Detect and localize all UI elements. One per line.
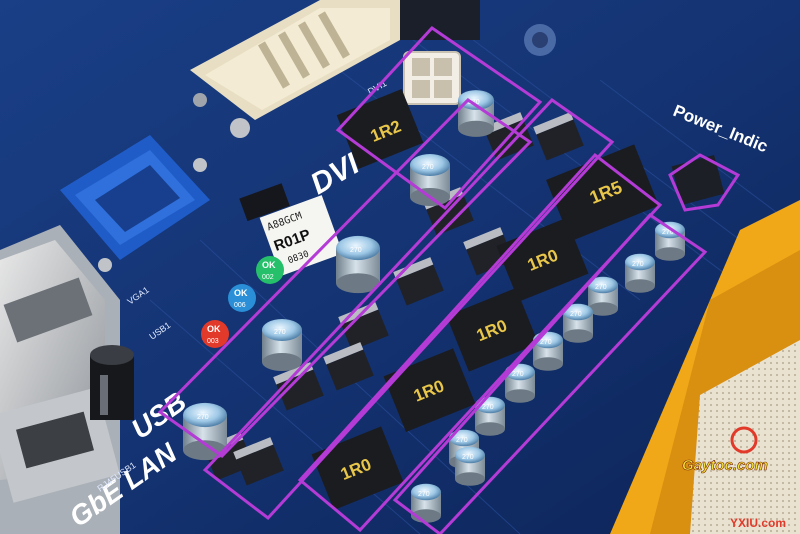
capacitor: 270 xyxy=(588,276,618,316)
mosfet xyxy=(533,112,584,161)
choke-1r5: 1R5 xyxy=(546,144,659,242)
capacitor-marking: 270 xyxy=(482,404,494,411)
capacitor: 270 xyxy=(533,331,563,371)
choke-1r0-b: 1R0 xyxy=(446,287,539,372)
highlight-mosfet-column-left xyxy=(157,98,533,458)
capacitor-group: 270 270 270 270 270 270 270 270 270 270 270 270 270 2… xyxy=(183,90,685,523)
highlight-choke-column xyxy=(297,152,663,533)
vga-connector xyxy=(60,135,210,272)
watermark-site: Gaytoc.com xyxy=(682,457,768,474)
svg-text:OK: OK xyxy=(262,260,276,270)
ok-sticker-red: OK 003 xyxy=(201,320,229,348)
capacitor: 270 xyxy=(410,154,450,206)
capacitor-marking: 270 xyxy=(350,247,362,254)
capacitor-marking: 270 xyxy=(595,284,607,291)
capacitor-marking: 270 xyxy=(456,437,468,444)
highlight-cap-column xyxy=(392,213,708,534)
io-panel xyxy=(0,225,120,534)
ok-sticker-blue: OK 006 xyxy=(228,284,256,312)
capacitor: 270 xyxy=(625,253,655,293)
watermark-corner: YXIU.com xyxy=(730,516,786,530)
capacitor-marking: 270 xyxy=(540,339,552,346)
capacitor-marking: 270 xyxy=(570,311,582,318)
capacitor-marking: 270 xyxy=(197,414,209,421)
capacitor-marking: 270 xyxy=(632,261,644,268)
highlight-mosfet-column-right xyxy=(202,98,615,521)
mosfet-group xyxy=(203,112,584,486)
svg-text:003: 003 xyxy=(207,338,219,345)
svg-text:OK: OK xyxy=(234,288,248,298)
capacitor: 270 xyxy=(336,235,380,294)
capacitor-marking: 270 xyxy=(418,491,430,498)
capacitor-marking: 270 xyxy=(662,229,674,236)
watermark-gaytoc: Gaytoc.com xyxy=(682,426,768,474)
mosfet xyxy=(393,257,444,306)
mosfet xyxy=(323,342,374,391)
ic-chip-left xyxy=(239,183,290,222)
capacitor-black xyxy=(90,345,134,420)
choke-1r0-c: 1R0 xyxy=(383,348,476,433)
capacitor-marking: 270 xyxy=(462,454,474,461)
svg-text:006: 006 xyxy=(234,302,246,309)
capacitor: 270 xyxy=(455,446,485,486)
capacitor-marking: 270 xyxy=(512,371,524,378)
mosfet xyxy=(233,437,284,486)
capacitor: 270 xyxy=(411,483,441,523)
cpu-socket xyxy=(610,200,800,534)
highlight-4pin-1r2 xyxy=(335,26,543,211)
capacitor-marking: 270 xyxy=(274,329,286,336)
svg-text:OK: OK xyxy=(207,324,221,334)
svg-text:002: 002 xyxy=(262,274,274,281)
capacitor: 270 xyxy=(563,303,593,343)
vrm-highlight-outlines xyxy=(157,26,741,534)
dvi-connector xyxy=(190,0,400,138)
ic-chip-power xyxy=(671,154,725,206)
atx-4pin-connector xyxy=(403,51,461,105)
highlight-power-chip xyxy=(668,153,741,212)
capacitor: 270 xyxy=(262,319,302,371)
model-sticker: A88GCM R01P 0830 xyxy=(259,195,343,277)
ok-sticker-green: OK 002 xyxy=(256,256,284,284)
capacitor-marking: 270 xyxy=(422,164,434,171)
